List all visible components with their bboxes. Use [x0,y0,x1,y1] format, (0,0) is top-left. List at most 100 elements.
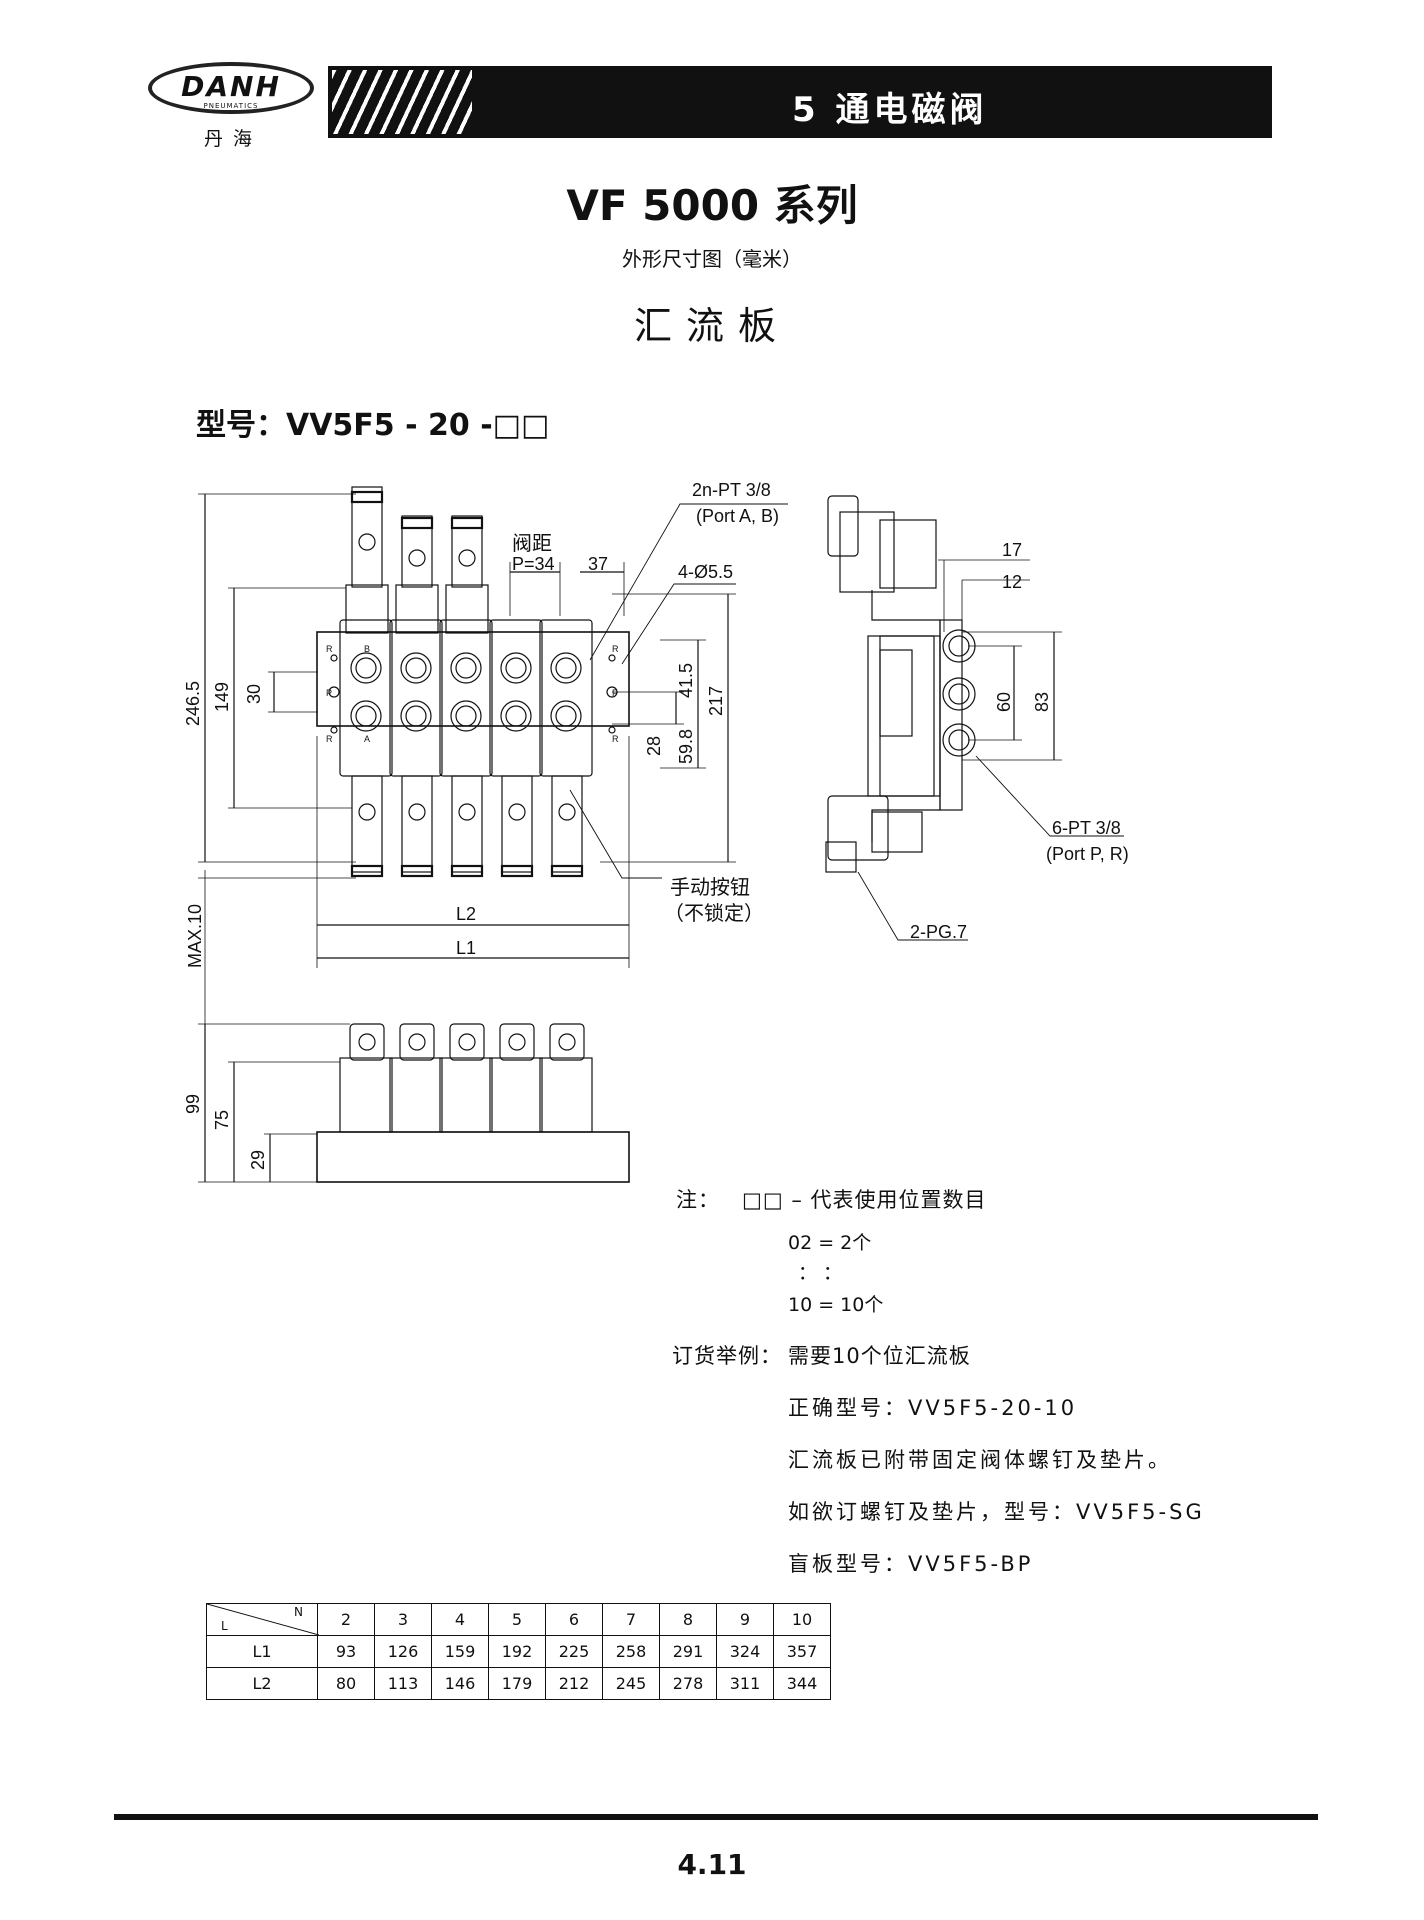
side-view: 17 12 60 83 6-PT 3/8 (Port P, R) 2-PG.7 [825,495,1129,942]
table-corner-cell: L N [206,1603,319,1636]
port-letter-p: P [326,688,332,698]
order-label: 订货举例： [672,1344,782,1368]
table-cell: 357 [773,1635,831,1668]
table-header-row: L N 2 3 4 5 6 7 8 9 10 [206,1603,831,1636]
label-manual-1: 手动按钮 [670,876,750,899]
section-title: 汇流板 [633,304,790,348]
label-17: 17 [1002,540,1022,560]
chapter-header: 5 通电磁阀 [328,66,1272,138]
label-83: 83 [1032,692,1052,712]
label-pg7: 2-PG.7 [910,922,967,942]
note-line: ： ： [798,1262,843,1284]
table-row-label: L2 [206,1667,318,1700]
label-59-8: 59.8 [676,729,696,764]
elevation-view: 99 75 29 [183,1023,630,1183]
table-header-cell: 8 [659,1603,717,1636]
table-header-cell: 4 [431,1603,489,1636]
label-37: 37 [588,554,608,574]
port-letter-r4: R [612,734,619,744]
note-line: 10 = 10个 [788,1294,884,1316]
label-29: 29 [248,1150,268,1170]
header-hatch [332,70,472,134]
table-cell: 245 [602,1667,660,1700]
table-cell: 225 [545,1635,603,1668]
table-cell: 344 [773,1667,831,1700]
label-port-ab-1: 2n-PT 3/8 [692,480,771,500]
table-header-cell: 5 [488,1603,546,1636]
order-line: 如欲订螺钉及垫片，型号：VV5F5-SG [788,1500,1205,1524]
port-letter-r2: R [326,734,333,744]
port-letter-b: B [364,644,370,654]
label-60: 60 [994,692,1014,712]
table-cell: 80 [317,1667,375,1700]
label-pitch-1: 阀距 [512,532,552,555]
note-label: 注： [676,1188,720,1212]
label-30: 30 [244,684,264,704]
table-cell: 179 [488,1667,546,1700]
order-line: 盲板型号：VV5F5-BP [788,1552,1034,1576]
table-row: L1 93 126 159 192 225 258 291 324 357 [206,1635,831,1668]
footer-rule [114,1814,1318,1820]
port-letter-r: R [326,644,333,654]
manifold-drawing: R P R R P R B A [183,480,1129,1183]
table-cell: 291 [659,1635,717,1668]
table-cell: 278 [659,1667,717,1700]
label-port-pr-1: 6-PT 3/8 [1052,818,1121,838]
valve-stations [339,486,593,878]
table-header-cell: 3 [374,1603,432,1636]
table-header-cell: 6 [545,1603,603,1636]
table-cell: 93 [317,1635,375,1668]
port-letter-a: A [364,734,370,744]
model-line: 型号：VV5F5 - 20 -□□ [196,408,550,443]
note-line: 02 = 2个 [788,1232,872,1254]
order-line: 正确型号：VV5F5-20-10 [788,1396,1078,1420]
order-line: 需要10个位汇流板 [788,1344,971,1368]
label-99: 99 [183,1094,203,1114]
table-header-cell: 7 [602,1603,660,1636]
label-28: 28 [644,736,664,756]
top-view: R P R R P R B A [183,480,788,1030]
brand-logo: DANH PNEUMATICS 丹海 [148,62,318,152]
logo-chinese: 丹海 [203,128,262,150]
table-header-cell: 10 [773,1603,831,1636]
label-246-5: 246.5 [183,681,203,726]
logo-sub: PNEUMATICS [203,102,259,110]
label-port-pr-2: (Port P, R) [1046,844,1129,864]
table-cell: 324 [716,1635,774,1668]
label-holes: 4-Ø5.5 [678,562,733,582]
table-cell: 126 [374,1635,432,1668]
table-cell: 212 [545,1667,603,1700]
note-text: □□ – 代表使用位置数目 [742,1188,987,1212]
label-pitch-2: P=34 [512,554,555,574]
corner-col-label: N [294,1605,303,1619]
table-cell: 159 [431,1635,489,1668]
page-number: 4.11 [677,1848,747,1881]
table-header-cell: 9 [716,1603,774,1636]
port-letter-p2: P [612,688,618,698]
label-75: 75 [212,1110,232,1130]
table-header-cell: 2 [317,1603,375,1636]
subtitle: 外形尺寸图（毫米） [622,247,802,271]
dimension-table: L N 2 3 4 5 6 7 8 9 10 L1 93 126 159 192… [206,1603,831,1700]
table-row: L2 80 113 146 179 212 245 278 311 344 [206,1667,831,1700]
label-max10: MAX.10 [185,904,205,968]
label-149: 149 [212,682,232,712]
label-manual-2: （不锁定） [664,902,764,925]
corner-row-label: L [221,1619,228,1633]
table-cell: 192 [488,1635,546,1668]
table-cell: 258 [602,1635,660,1668]
series-title: VF 5000 系列 [566,181,858,230]
label-l1: L1 [456,938,476,958]
table-cell: 146 [431,1667,489,1700]
logo-oval [148,62,314,114]
label-l2: L2 [456,904,476,924]
table-row-label: L1 [206,1635,318,1668]
chapter-title: 5 通电磁阀 [792,90,988,130]
table-cell: 311 [716,1667,774,1700]
label-41-5: 41.5 [676,663,696,698]
logo-mark: DANH [181,70,281,103]
label-217: 217 [706,686,726,716]
label-port-ab-2: (Port A, B) [696,506,779,526]
port-letter-r3: R [612,644,619,654]
label-12: 12 [1002,572,1022,592]
